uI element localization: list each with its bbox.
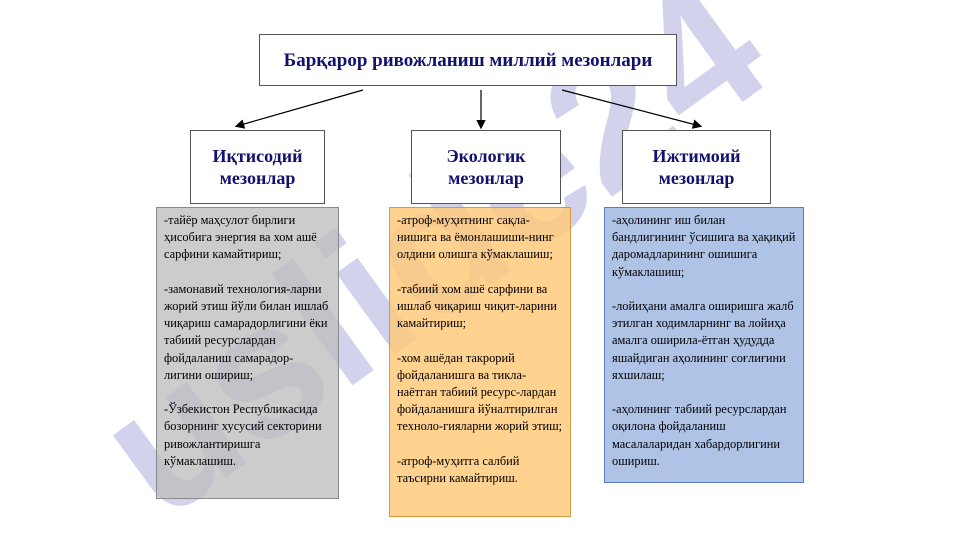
ecological-criteria-text: -атроф-муҳитнинг сақла-нишига ва ёмонлаш… xyxy=(389,207,571,517)
economic-criteria-text: -тайёр маҳсулот бирлиги ҳисобига энергия… xyxy=(156,207,339,499)
heading-social: Ижтимоий мезонлар xyxy=(622,130,771,204)
diagram-title: Барқарор ривожланиш миллий мезонлари xyxy=(259,34,677,86)
social-criteria-text: -аҳолининг иш билан бандлигининг ўсишига… xyxy=(604,207,804,483)
arrow-right xyxy=(561,89,703,129)
heading-ecological: Экологик мезонлар xyxy=(411,130,561,204)
arrow-left xyxy=(234,89,364,129)
heading-economic: Иқтисодий мезонлар xyxy=(190,130,325,204)
